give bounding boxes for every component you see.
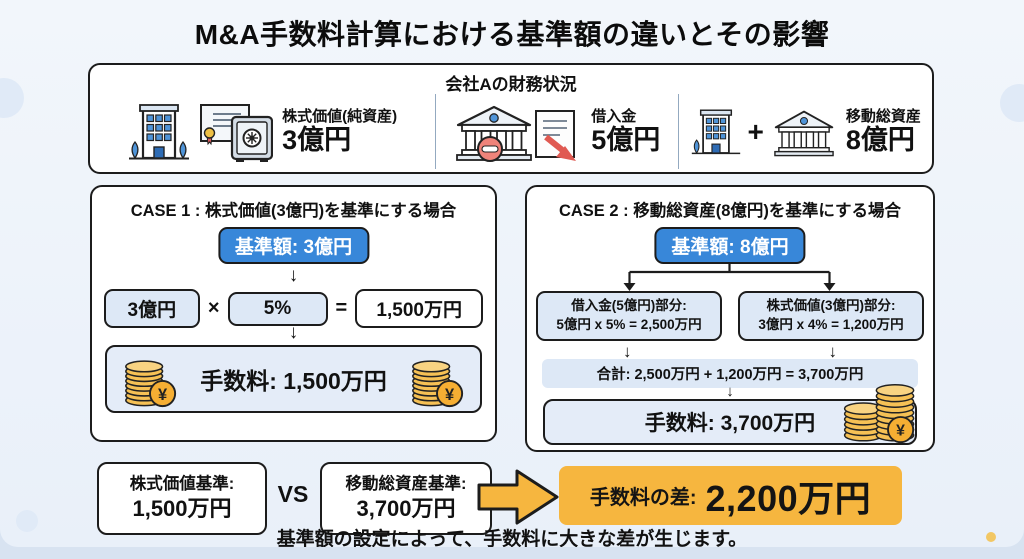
case1-rate-box: 5% xyxy=(227,291,328,326)
bank-icon xyxy=(774,110,834,156)
case1-fee-label: 手数料: 1,500万円 xyxy=(200,368,387,394)
fee-difference-value: 2,200万円 xyxy=(705,477,872,519)
debt-text: 借入金 5億円 xyxy=(591,108,660,156)
footer-note: 基準額の設定によって、手数料に大きな差が生じます。 xyxy=(276,529,748,547)
page-title: M&A手数料計算における基準額の違いとその影響 xyxy=(194,19,830,50)
right-arrow-icon xyxy=(477,469,559,525)
svg-text:¥: ¥ xyxy=(158,386,168,404)
debt-amount: 5億円 xyxy=(591,124,661,155)
infographic-card: M&A手数料計算における基準額の違いとその影響 会社Aの財務状況 xyxy=(0,0,1024,547)
certificate-safe-icon xyxy=(200,103,274,162)
equity-value-label: 株式価値(純資産) xyxy=(282,107,398,125)
svg-text:¥: ¥ xyxy=(896,423,905,440)
case1-formula-row: 3億円 × 5% = 1,500万円 xyxy=(92,289,495,328)
debt-label: 借入金 xyxy=(591,107,637,125)
total-assets-text: 移動総資産 8億円 xyxy=(846,108,921,156)
assets-basis-label: 移動総資産基準: xyxy=(345,475,467,494)
down-arrow-icon: ↓ xyxy=(726,383,734,400)
case2-total-strip: 合計: 2,500万円 + 1,200万円 = 3,700万円 xyxy=(542,359,918,388)
assets-basis-value: 3,700万円 xyxy=(356,496,456,522)
equity-value-amount: 3億円 xyxy=(282,124,352,155)
debt-item: 借入金 5億円 xyxy=(435,94,680,169)
branch-connector-lines xyxy=(623,263,836,291)
case2-fee-label: 手数料: 3,700万円 xyxy=(644,412,816,435)
case1-result-box: 1,500万円 xyxy=(355,289,484,328)
bank-minus-document-icon xyxy=(456,105,577,162)
equity-value-text: 株式価値(純資産) 3億円 xyxy=(282,108,397,156)
office-building-icon xyxy=(129,103,190,159)
down-arrow-icon: ↓ xyxy=(623,342,632,361)
branch-down-arrows: ↓ ↓ xyxy=(623,342,837,362)
coin-stack-icon: ¥ xyxy=(121,351,179,415)
case2-panel: CASE 2 : 移動総資産(8億円)を基準にする場合 基準額: 8億円 借入金… xyxy=(525,185,935,452)
debt-branch-label: 借入金(5億円)部分: xyxy=(571,298,687,313)
svg-text:¥: ¥ xyxy=(445,386,455,404)
vs-label: VS xyxy=(277,481,309,507)
multiply-sign: × xyxy=(207,297,220,319)
total-assets-label: 移動総資産 xyxy=(845,107,921,125)
case1-title: CASE 1 : 株式価値(3億円)を基準にする場合 xyxy=(130,202,457,220)
case2-title: CASE 2 : 移動総資産(8億円)を基準にする場合 xyxy=(558,202,902,220)
case2-equity-branch-box: 株式価値(3億円)部分: 3億円 x 4% = 1,200万円 xyxy=(738,291,924,341)
plus-icon: + xyxy=(747,115,764,147)
equity-basis-summary-box: 株式価値基準: 1,500万円 xyxy=(97,462,267,535)
debt-branch-formula: 5億円 x 5% = 2,500万円 xyxy=(556,316,702,332)
company-financials-panel: 会社Aの財務状況 xyxy=(88,63,934,174)
case2-branch-row: 借入金(5億円)部分: 5億円 x 5% = 2,500万円 株式価値(3億円)… xyxy=(527,291,933,341)
fee-difference-box: 手数料の差: 2,200万円 xyxy=(559,466,902,525)
case2-base-amount-badge: 基準額: 8億円 xyxy=(654,227,806,264)
total-assets-item: + 移動総資産 xyxy=(679,94,932,169)
down-arrow-icon: ↓ xyxy=(288,265,299,286)
office-building-icon xyxy=(691,109,740,154)
coin-stack-icon: ¥ xyxy=(408,351,466,415)
equity-branch-label: 株式価値(3億円)部分: xyxy=(766,298,896,313)
company-financials-row: 株式価値(純資産) 3億円 xyxy=(90,94,932,169)
equity-basis-label: 株式価値基準: xyxy=(129,475,235,494)
case1-fee-box: ¥ 手数料: 1,500万円 xyxy=(105,345,482,413)
case1-operand-box: 3億円 xyxy=(103,289,200,328)
equity-basis-value: 1,500万円 xyxy=(132,496,232,522)
equals-sign: = xyxy=(335,297,348,319)
coin-stacks-icon: ¥ xyxy=(839,377,923,448)
fee-difference-label: 手数料の差: xyxy=(589,487,697,509)
equity-branch-formula: 3億円 x 4% = 1,200万円 xyxy=(758,316,904,332)
equity-value-item: 株式価値(純資産) 3億円 xyxy=(90,94,435,169)
company-panel-title: 会社Aの財務状況 xyxy=(445,75,577,94)
down-arrow-icon: ↓ xyxy=(828,342,838,361)
down-arrow-icon: ↓ xyxy=(288,322,299,343)
case1-panel: CASE 1 : 株式価値(3億円)を基準にする場合 基準額: 3億円 ↓ 3億… xyxy=(90,185,497,442)
case2-debt-branch-box: 借入金(5億円)部分: 5億円 x 5% = 2,500万円 xyxy=(536,291,722,341)
total-assets-amount: 8億円 xyxy=(845,124,915,155)
case1-base-amount-badge: 基準額: 3億円 xyxy=(217,227,370,264)
